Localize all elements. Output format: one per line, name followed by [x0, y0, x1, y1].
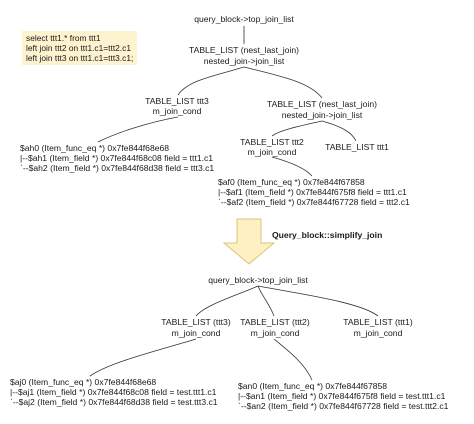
before-inner-list-line2: nested_join->join_list: [281, 110, 363, 120]
edge-after-ttt3-to-cond-aj: [89, 338, 197, 377]
edge-inner-list-to-ttt2: [271, 120, 323, 137]
before-inner-list-line1: TABLE_LIST (nest_last_join): [266, 99, 378, 109]
after-ttt1-line2: m_join_cond: [353, 328, 403, 338]
after-ttt2-line2: m_join_cond: [250, 328, 300, 338]
transform-label: Query_block::simplify_join: [272, 230, 383, 240]
before-ttt1-label: TABLE_LIST ttt1: [325, 142, 389, 152]
cond-an-line2: |--$an1 (Item_field *) 0x7fe844f675f8 fi…: [238, 391, 446, 401]
edge-inner-list-to-ttt1: [321, 120, 357, 142]
edge-after-ttt2-to-cond-an: [273, 338, 313, 381]
edge-outer-list-to-inner-list: [243, 66, 323, 99]
edge-after-root-to-ttt3: [195, 285, 259, 317]
after-ttt1-line1: TABLE_LIST (ttt1): [343, 317, 413, 327]
before-ttt3-line1: TABLE_LIST ttt3: [145, 96, 209, 106]
sql-query-box: select ttt1.* from ttt1 left join ttt2 o…: [22, 31, 137, 65]
cond-aj-line2: |--$aj1 (Item_field *) 0x7fe844f68c08 fi…: [10, 387, 217, 397]
cond-af-line2: |--$af1 (Item_field *) 0x7fe844f675f8 fi…: [218, 187, 407, 197]
after-ttt2-line1: TABLE_LIST (ttt2): [240, 317, 310, 327]
after-ttt3-line2: m_join_cond: [171, 328, 221, 338]
cond-aj-line3: `--$aj2 (Item_field *) 0x7fe844f68d38 fi…: [10, 397, 218, 407]
cond-ah-line2: |--$ah1 (Item_field *) 0x7fe844f68c08 fi…: [20, 153, 214, 163]
transform-arrow-icon: [222, 218, 276, 265]
edge-ttt3-to-cond-ah: [97, 116, 179, 143]
after-ttt3-line1: TABLE_LIST (ttt3): [161, 317, 231, 327]
edge-ttt2-to-cond-af: [271, 156, 313, 177]
before-ttt2-line2: m_join_cond: [247, 147, 297, 157]
cond-an-line1: $an0 (Item_func_eq *) 0x7fe844f67858: [238, 381, 388, 391]
before-root-label: query_block->top_join_list: [194, 14, 294, 24]
after-root-label: query_block->top_join_list: [208, 275, 308, 285]
before-outer-list-line2: nested_join->join_list: [203, 56, 285, 66]
edge-after-root-to-ttt1: [257, 285, 379, 317]
edge-outer-list-to-ttt3: [177, 66, 245, 96]
cond-aj-line1: $aj0 (Item_func_eq *) 0x7fe844f68e68: [10, 377, 157, 387]
sql-line-1: select ttt1.* from ttt1: [26, 33, 101, 43]
cond-af-line1: $af0 (Item_func_eq *) 0x7fe844f67858: [218, 177, 365, 187]
cond-ah-line1: $ah0 (Item_func_eq *) 0x7fe844f68e68: [20, 143, 170, 153]
before-outer-list-line1: TABLE_LIST (nest_last_join): [188, 45, 300, 55]
cond-an-line3: `--$an2 (Item_field *) 0x7fe844f67728 fi…: [238, 401, 449, 411]
sql-line-3: left join ttt3 on ttt1.c1=ttt3.c1;: [26, 53, 134, 63]
cond-af-line3: `--$af2 (Item_field *) 0x7fe844f67728 fi…: [218, 197, 410, 207]
edge-after-root-to-ttt2: [257, 285, 275, 317]
cond-ah-line3: `--$ah2 (Item_field *) 0x7fe844f68d38 fi…: [20, 163, 215, 173]
before-ttt3-line2: m_join_cond: [152, 106, 202, 116]
before-ttt2-line1: TABLE_LIST ttt2: [240, 137, 304, 147]
sql-line-2: left join ttt2 on ttt1.c1=ttt2.c1: [26, 43, 131, 53]
